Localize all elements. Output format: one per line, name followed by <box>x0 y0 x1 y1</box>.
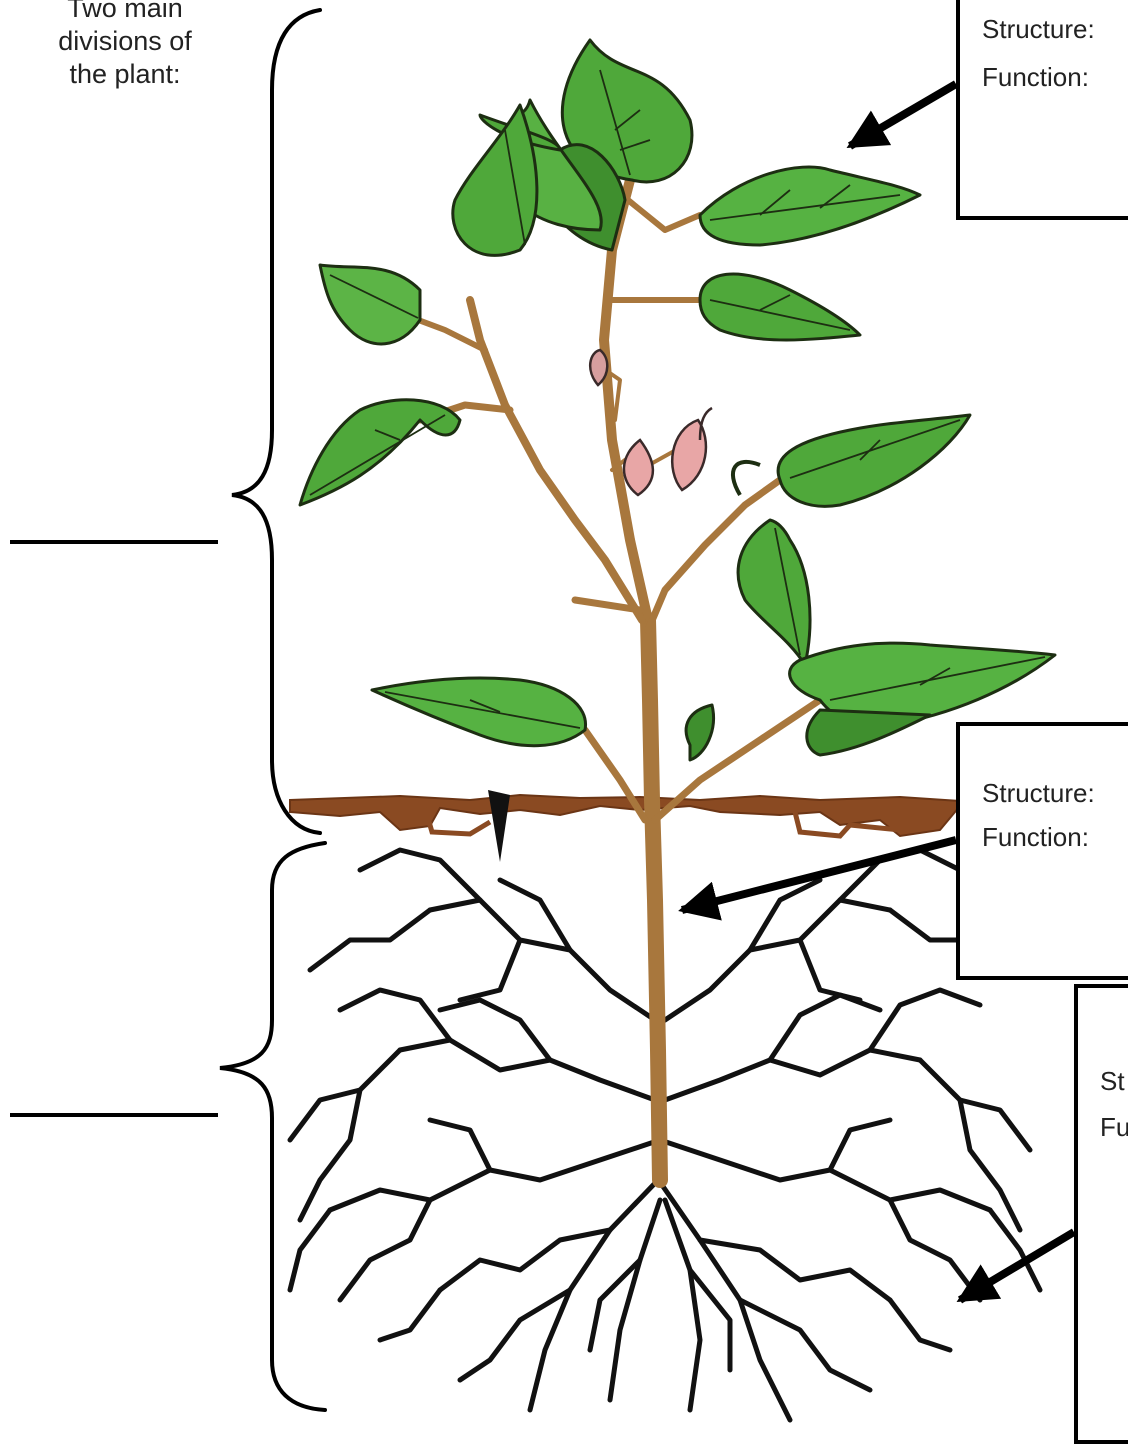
root-brace <box>220 843 325 1410</box>
divisions-prompt: Two main divisions of the plant: <box>10 0 240 91</box>
leaf-arrow <box>850 84 956 146</box>
roots <box>290 850 1050 1420</box>
divisions-line-3: the plant: <box>10 58 240 91</box>
root-label-box[interactable]: St Fu <box>1074 984 1128 1444</box>
leaf-function-label: Function: <box>982 62 1089 93</box>
divisions-line-2: divisions of <box>10 25 240 58</box>
stem-label-box[interactable]: Structure: Function: <box>956 722 1128 980</box>
shoot-answer-line[interactable] <box>10 540 218 544</box>
shoot-brace <box>232 10 320 833</box>
leaves <box>300 40 1055 760</box>
leaf-label-box[interactable]: Structure: Function: <box>956 0 1128 220</box>
stem-structure-label: Structure: <box>982 778 1095 809</box>
stem-function-label: Function: <box>982 822 1089 853</box>
root-structure-label: St <box>1100 1066 1125 1097</box>
root-function-label: Fu <box>1100 1112 1128 1143</box>
root-answer-line[interactable] <box>10 1113 218 1117</box>
divisions-line-1: Two main <box>10 0 240 25</box>
leaf-structure-label: Structure: <box>982 14 1095 45</box>
stem-arrow <box>682 840 956 910</box>
